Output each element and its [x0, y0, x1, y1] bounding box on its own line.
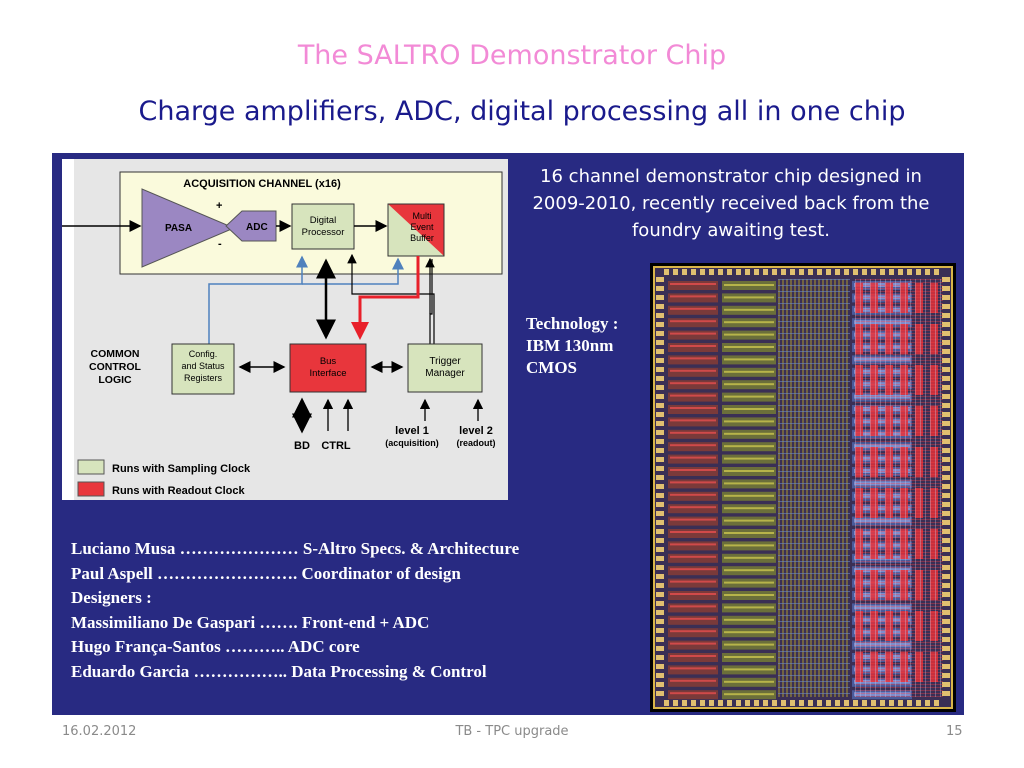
- config-registers-box: [171, 343, 235, 395]
- chip-description: 16 channel demonstrator chip designed in…: [532, 166, 930, 241]
- config-registers-label-2: and Status: [181, 361, 225, 371]
- footer-center-text: TB - TPC upgrade: [455, 724, 569, 739]
- config-registers-label-3: Registers: [184, 373, 223, 383]
- credit-line: Designers :: [71, 588, 152, 607]
- adc-label: ADC: [246, 222, 268, 233]
- credit-line: Eduardo Garcia …………….. Data Processing &…: [71, 661, 487, 681]
- legend-readout-label: Runs with Readout Clock: [112, 485, 246, 497]
- block-diagram: ACQUISITION CHANNEL (x16) PASA + - ADC D…: [62, 159, 508, 500]
- legend-readout-swatch: [77, 481, 105, 497]
- pasa-amplifier: [141, 188, 236, 268]
- level2-label: level 2: [459, 425, 493, 437]
- legend-sampling-swatch: [77, 459, 105, 475]
- digital-processor-label-1: Digital: [310, 215, 336, 226]
- slide-subtitle: Charge amplifiers, ADC, digital processi…: [138, 96, 906, 127]
- credit-line: Massimiliano De Gaspari ……. Front-end + …: [71, 612, 430, 632]
- footer-page-number: 15: [946, 724, 963, 739]
- technology-line-1: Technology :: [526, 314, 619, 333]
- credit-line: Paul Aspell ……………………. Coordinator of des…: [71, 563, 461, 583]
- legend-sampling-label: Runs with Sampling Clock: [112, 463, 251, 475]
- credit-line: Luciano Musa ………………… S-Altro Specs. & Ar…: [71, 539, 520, 558]
- bus-interface-label-2: Interface: [310, 368, 347, 379]
- credits-list: Luciano Musa ………………… S-Altro Specs. & Ar…: [71, 537, 519, 684]
- acquisition-channel-title: ACQUISITION CHANNEL (x16): [183, 178, 341, 190]
- technology-info: Technology : IBM 130nm CMOS: [526, 313, 618, 379]
- bus-interface-box: [289, 343, 367, 393]
- plus-sign: +: [216, 200, 222, 212]
- ctrl-label: CTRL: [321, 440, 351, 452]
- level2-sub-label: (readout): [457, 438, 496, 448]
- digital-processor-box: [291, 203, 355, 250]
- footer-date: 16.02.2012: [62, 724, 137, 739]
- level1-sub-label: (acquisition): [385, 438, 439, 448]
- chip-layout-image: [650, 263, 956, 712]
- technology-line-3: CMOS: [526, 358, 577, 377]
- trigger-manager-label-1: Trigger: [429, 356, 461, 367]
- common-control-label-2: CONTROL: [89, 361, 141, 373]
- credit-line: Hugo França-Santos ……….. ADC core: [71, 637, 360, 656]
- config-registers-label-1: Config.: [189, 349, 218, 359]
- level1-label: level 1: [395, 425, 429, 437]
- digital-processor-label-2: Processor: [302, 227, 345, 238]
- technology-line-2: IBM 130nm: [526, 336, 614, 355]
- trigger-manager-label-2: Manager: [425, 368, 465, 379]
- slide-title: The SALTRO Demonstrator Chip: [297, 40, 727, 71]
- multi-event-buffer-label-1: Multi: [412, 211, 431, 221]
- bus-interface-label-1: Bus: [320, 356, 337, 367]
- common-control-label-1: COMMON: [91, 348, 140, 360]
- minus-sign: -: [218, 238, 222, 250]
- bd-label: BD: [294, 440, 310, 452]
- pasa-label: PASA: [165, 223, 192, 234]
- multi-event-buffer-label-3: Buffer: [410, 233, 434, 243]
- multi-event-buffer-label-2: Event: [410, 222, 434, 232]
- trigger-manager-box: [407, 343, 483, 393]
- common-control-label-3: LOGIC: [98, 374, 132, 386]
